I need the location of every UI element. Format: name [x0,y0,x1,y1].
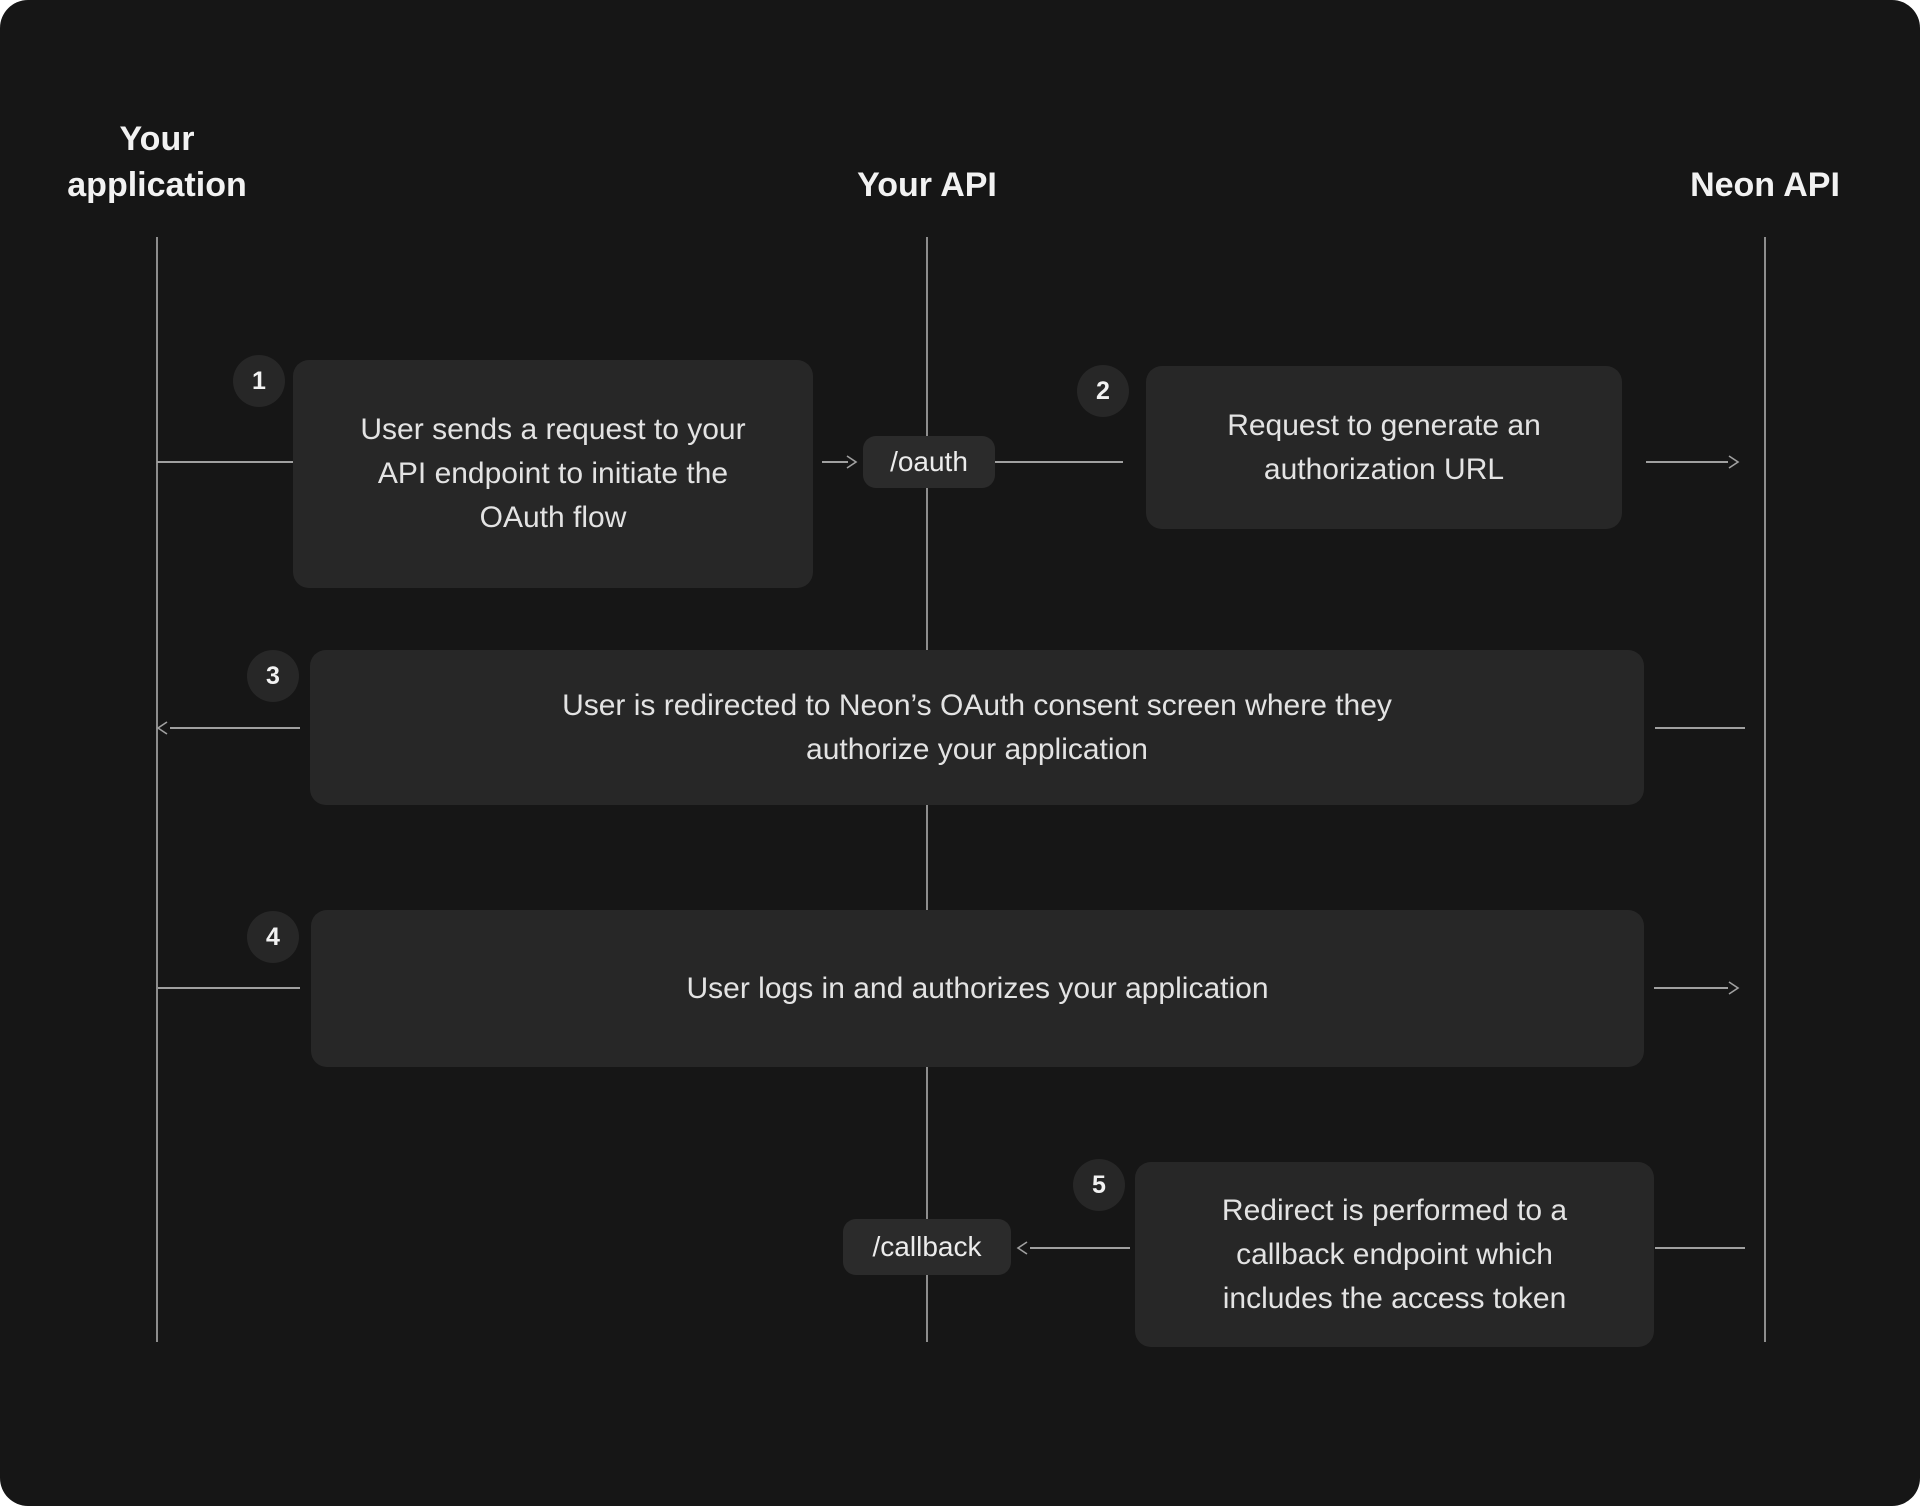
lifeline-neon-api [1764,237,1766,1342]
lifeline-your-application [156,237,158,1342]
step-5-line-from-neon [1655,1247,1745,1249]
step-4-line-from-application [158,987,300,989]
step-1-message-text: User sends a request to your API endpoin… [360,413,746,534]
step-4-badge: 4 [247,911,299,963]
step-3-badge: 3 [247,650,299,702]
arrowhead-left-icon [154,719,172,737]
step-2-message-text: Request to generate an authorization URL [1227,408,1541,486]
step-2-line-to-neon [1646,461,1728,463]
step-2-line-from-oauth [995,461,1123,463]
step-1-line-to-oauth [822,461,848,463]
arrowhead-right-icon [1724,979,1742,997]
step-5-badge: 5 [1073,1159,1125,1211]
step-5-line-to-callback [1030,1247,1130,1249]
step-4-message-text: User logs in and authorizes your applica… [686,971,1269,1005]
step-4-line-to-neon [1654,987,1728,989]
step-3-message-box: User is redirected to Neon’s OAuth conse… [310,650,1644,805]
step-3-line-from-neon [1655,727,1745,729]
step-3-line-to-application [170,727,300,729]
actor-neon-api: Neon API [1690,166,1840,204]
step-4-message-box: User logs in and authorizes your applica… [311,910,1644,1067]
step-5-message-box: Redirect is performed to a callback endp… [1135,1162,1654,1347]
step-3-message-text: User is redirected to Neon’s OAuth conse… [562,688,1392,766]
step-5-message-text: Redirect is performed to a callback endp… [1221,1193,1568,1315]
oauth-endpoint-pill: /oauth [863,436,995,488]
step-1-badge: 1 [233,355,285,407]
step-1-line-from-application [157,461,293,463]
callback-endpoint-pill: /callback [843,1219,1011,1275]
arrowhead-right-icon [842,453,860,471]
arrowhead-left-icon [1014,1239,1032,1257]
step-1-message-box: User sends a request to your API endpoin… [293,360,813,588]
actor-your-api: Your API [857,166,997,204]
step-2-badge: 2 [1077,365,1129,417]
arrowhead-right-icon [1724,453,1742,471]
actor-your-application: Your application [67,120,247,204]
step-2-message-box: Request to generate an authorization URL [1146,366,1622,529]
